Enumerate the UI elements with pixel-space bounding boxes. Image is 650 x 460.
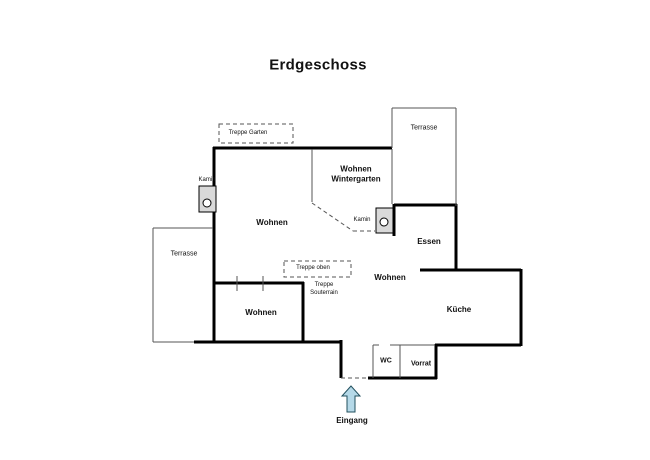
fireplace-left-flue — [202, 198, 212, 208]
room-label-terrasse-top: Terrasse — [410, 124, 438, 132]
stairs-basement-label: Treppe Souterrain — [310, 282, 338, 296]
room-label-kueche: Küche — [446, 304, 472, 314]
room-label-wc: WC — [380, 357, 392, 365]
lines-thin — [152, 107, 457, 378]
room-label-terrasse-left: Terrasse — [170, 250, 198, 258]
room-label-wohnen-unten: Wohnen — [245, 307, 277, 317]
fireplace-left-label: Kamin — [198, 177, 216, 184]
room-label-wohnen-main: Wohnen — [256, 217, 288, 227]
entrance-arrow-icon — [340, 385, 362, 413]
fireplace-right-label: Kamin — [353, 217, 371, 224]
lines-dashed — [311, 202, 375, 379]
room-label-wohnen-mitte: Wohnen — [374, 272, 406, 282]
fireplace-right-flue — [379, 217, 389, 227]
room-label-wintergarten: Wohnen Wintergarten — [331, 164, 381, 184]
walls-thick — [194, 146, 523, 380]
stairs-up-outline — [283, 260, 352, 278]
room-label-essen: Essen — [417, 236, 441, 246]
entrance-label: Eingang — [336, 415, 368, 425]
room-label-vorrat: Vorrat — [410, 360, 432, 368]
stairs-up-label: Treppe oben — [296, 265, 330, 272]
stairs-garden-outline — [218, 123, 294, 144]
stairs-garden-label: Treppe Garten — [228, 130, 268, 137]
plan-title: Erdgeschoss — [269, 56, 367, 74]
